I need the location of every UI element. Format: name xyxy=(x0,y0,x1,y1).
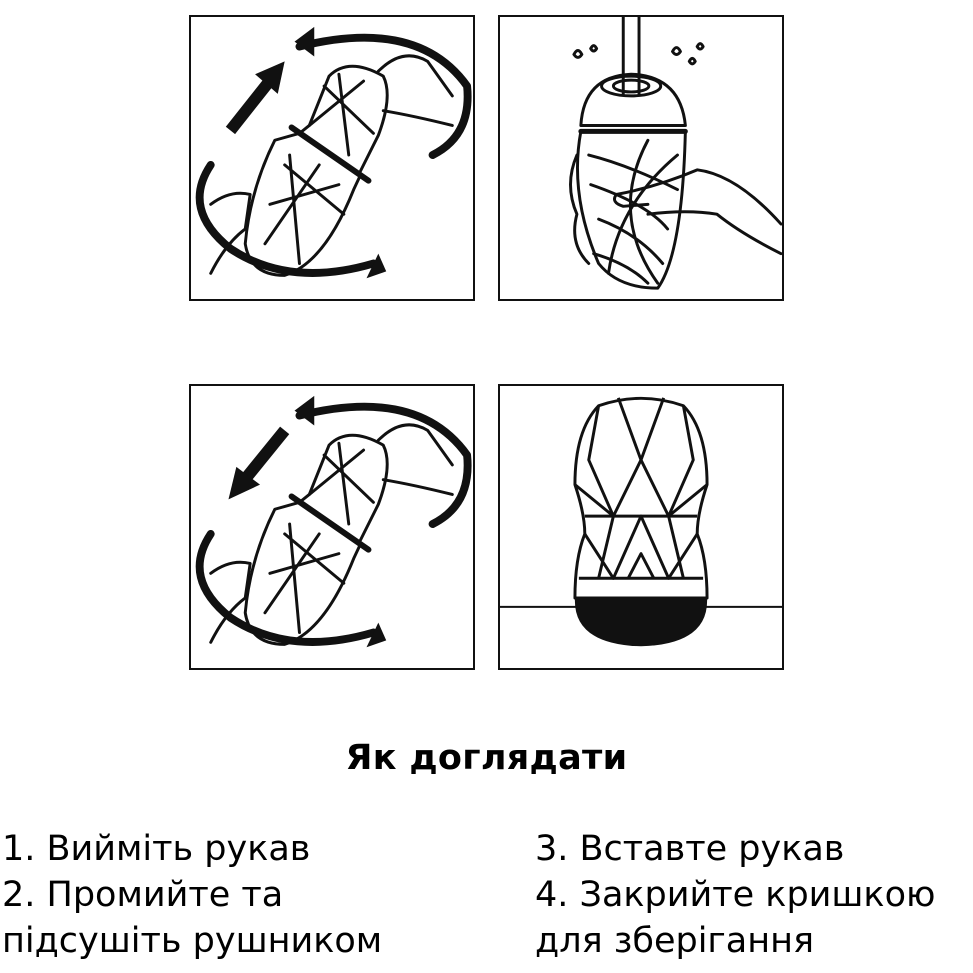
step-2-continued: підсушіть рушником xyxy=(2,921,383,961)
panel-rinse xyxy=(498,15,784,301)
steps-right: 3. Вставте рукав 4. Закрийте кришкою для… xyxy=(535,826,935,964)
page-title: Як доглядати xyxy=(345,738,628,778)
step-3: 3. Вставте рукав xyxy=(535,829,845,869)
panel-insert-sleeve xyxy=(189,384,475,670)
step-2: 2. Промийте та xyxy=(2,875,284,915)
insert-sleeve-icon xyxy=(195,395,472,648)
step-4: 4. Закрийте кришкою xyxy=(535,875,936,915)
closed-case-icon xyxy=(500,396,782,647)
panel-remove-sleeve xyxy=(189,15,475,301)
remove-sleeve-icon xyxy=(195,26,472,279)
step-1: 1. Вийміть рукав xyxy=(2,829,311,869)
steps-left: 1. Вийміть рукав 2. Промийте та підсушіт… xyxy=(2,826,382,964)
panel-closed-case xyxy=(498,384,784,670)
rinse-under-water-icon xyxy=(569,17,782,290)
step-4-continued: для зберігання xyxy=(535,921,815,961)
